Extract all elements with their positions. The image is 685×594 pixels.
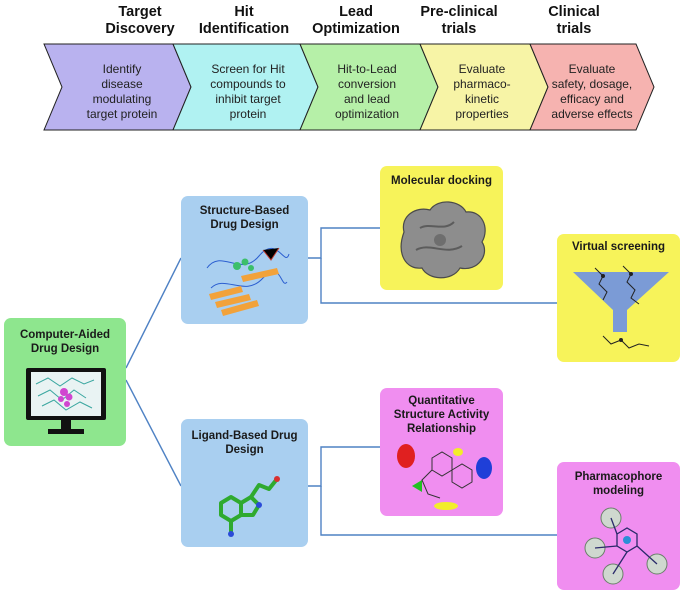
monitor-icon <box>26 368 106 434</box>
pharmacophore-model-icon <box>584 507 668 585</box>
connector-lbdd-branch <box>308 446 380 487</box>
virtual-screening-box: Virtual screening <box>557 234 680 362</box>
stage-chevron-clinical <box>529 43 655 131</box>
connector-sbdd-branch <box>308 227 380 259</box>
protein-structure-icon <box>206 247 290 316</box>
molecular-docking-box: Molecular docking <box>380 166 503 290</box>
protein-surface-icon <box>400 201 486 279</box>
docking-label: Molecular docking <box>391 175 492 187</box>
connector-sbdd-to-screening <box>320 258 557 304</box>
qsar-contour-icon <box>397 444 492 510</box>
ligand-molecule-icon <box>219 476 280 537</box>
connector-root-to-lbdd <box>125 379 182 487</box>
connector-root-to-sbdd <box>125 257 182 369</box>
connector-lbdd-to-pharmacophore <box>320 486 557 536</box>
funnel-icon <box>573 265 669 349</box>
screening-label: Virtual screening <box>571 241 666 253</box>
pipeline-chevrons <box>43 43 655 131</box>
